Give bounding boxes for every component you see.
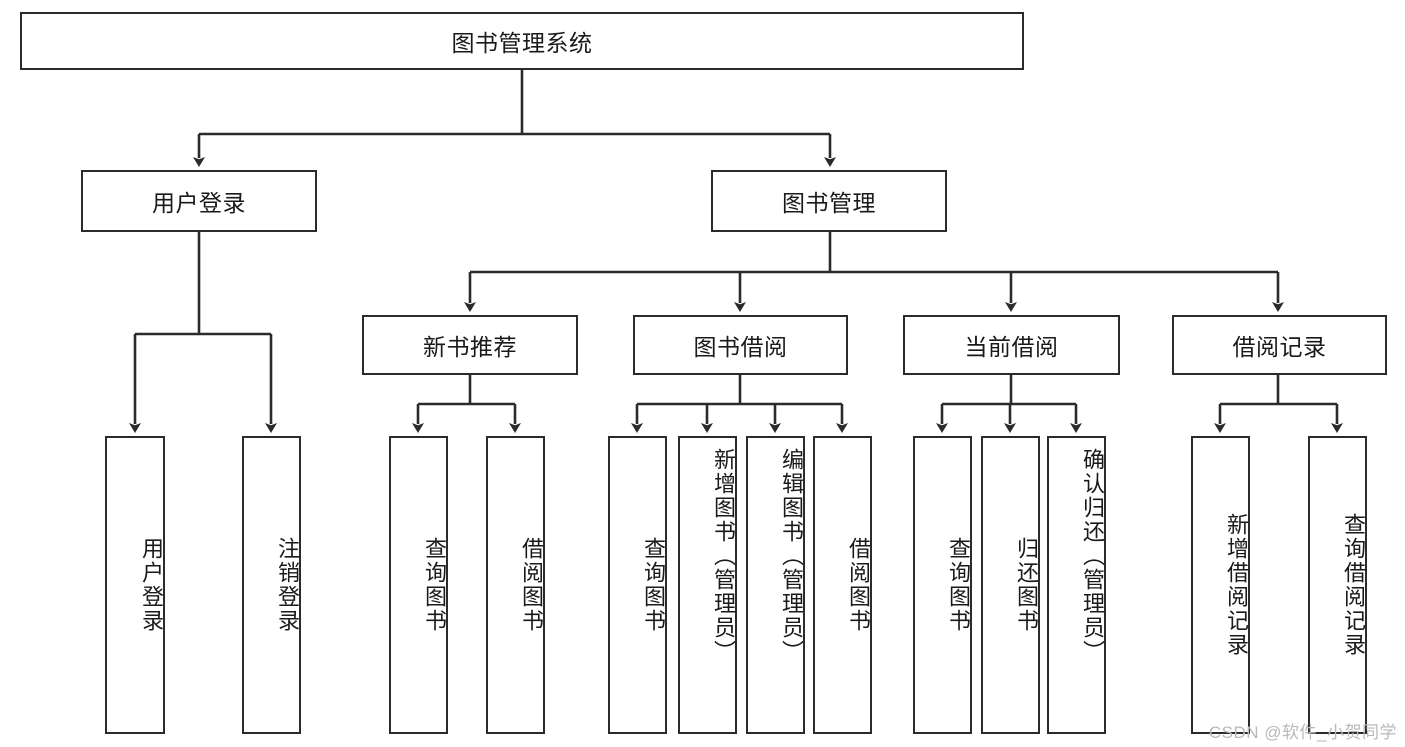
node-root-book-management-system[interactable]: 图书管理系统 (20, 12, 1024, 70)
node-user-login[interactable]: 用户登录 (81, 170, 317, 232)
node-label: 新增借阅记录 (1224, 513, 1249, 657)
node-borrow-records[interactable]: 借阅记录 (1172, 315, 1387, 375)
node-new-book-recommendation[interactable]: 新书推荐 (362, 315, 578, 375)
node-current-borrowing[interactable]: 当前借阅 (903, 315, 1120, 375)
node-label: 用户登录 (139, 537, 164, 633)
node-label: 新增图书（管理员） (711, 448, 736, 664)
node-label: 借阅记录 (1232, 334, 1327, 360)
node-label: 确认归还（管理员） (1080, 448, 1105, 664)
node-label: 图书管理系统 (451, 30, 593, 56)
watermark: CSDN @软件_小贺同学 (1208, 723, 1397, 742)
node-book-borrowing[interactable]: 图书借阅 (633, 315, 848, 375)
node-label: 查询图书 (641, 537, 666, 633)
leaf-borrow-book-recommendation[interactable]: 借阅图书 (486, 436, 545, 734)
node-label: 借阅图书 (519, 537, 544, 633)
node-label: 注销登录 (275, 537, 300, 633)
node-label: 图书借阅 (693, 334, 788, 360)
node-label: 用户登录 (152, 190, 246, 216)
leaf-query-book-borrowing[interactable]: 查询图书 (608, 436, 667, 734)
leaf-user-login[interactable]: 用户登录 (105, 436, 165, 734)
leaf-query-borrow-record[interactable]: 查询借阅记录 (1308, 436, 1367, 734)
node-label: 当前借阅 (964, 334, 1059, 360)
node-label: 借阅图书 (846, 537, 871, 633)
leaf-borrow-book-borrowing[interactable]: 借阅图书 (813, 436, 872, 734)
leaf-confirm-return-admin[interactable]: 确认归还（管理员） (1047, 436, 1106, 734)
node-label: 编辑图书（管理员） (779, 448, 804, 664)
node-label: 查询借阅记录 (1341, 513, 1366, 657)
leaf-query-book-recommendation[interactable]: 查询图书 (389, 436, 448, 734)
node-book-management[interactable]: 图书管理 (711, 170, 947, 232)
node-label: 归还图书 (1014, 537, 1039, 633)
leaf-logout[interactable]: 注销登录 (242, 436, 301, 734)
leaf-edit-book-admin[interactable]: 编辑图书（管理员） (746, 436, 805, 734)
leaf-return-book[interactable]: 归还图书 (981, 436, 1040, 734)
node-label: 查询图书 (422, 537, 447, 633)
node-label: 新书推荐 (423, 334, 517, 360)
node-label: 图书管理 (782, 190, 876, 216)
node-label: 查询图书 (946, 537, 971, 633)
leaf-add-book-admin[interactable]: 新增图书（管理员） (678, 436, 737, 734)
leaf-query-book-current[interactable]: 查询图书 (913, 436, 972, 734)
leaf-add-borrow-record[interactable]: 新增借阅记录 (1191, 436, 1250, 734)
